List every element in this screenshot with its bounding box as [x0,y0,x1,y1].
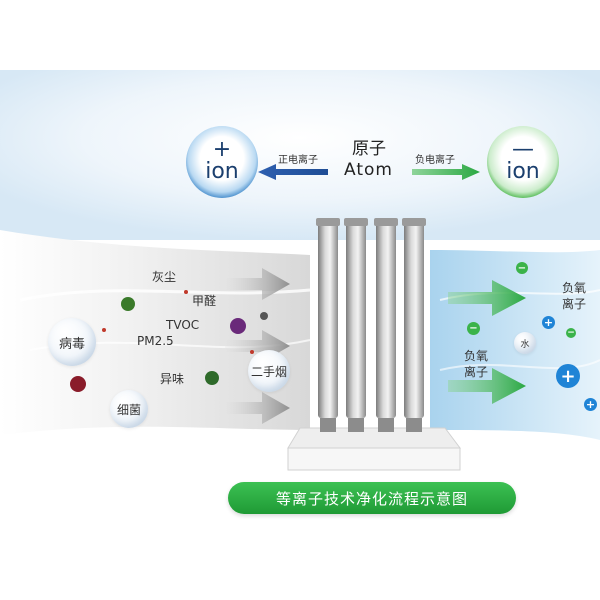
purifier-base-top [287,427,461,449]
purifier-base-front [287,447,461,471]
plus-sign: + [212,137,232,162]
negative-ion-circle: — ion [488,127,558,197]
germ-icons [70,290,268,392]
plasma-tubes [316,218,426,432]
positive-ion-arrow [258,164,328,180]
atom-cn-label: 原子 [352,139,386,159]
negative-ion-arrow-label: 负电离子 [415,155,455,166]
odor-label: 异味 [160,372,185,386]
smoke-label: 二手烟 [250,364,287,379]
atom-en-label: Atom [344,160,393,180]
neg-oxygen-top-label: 负氧 离子 [562,281,587,311]
negative-ion-arrow [412,164,480,180]
positive-ion-arrow-label: 正电离子 [278,155,318,166]
dust-label: 灰尘 [152,270,177,284]
minus-dot-icon: − [566,328,576,338]
minus-dot-icon: − [467,322,480,335]
negative-ion-ring [487,126,559,198]
plus-dot-icon: + [584,398,597,411]
plus-dot-icon: + [542,316,555,329]
inflow-arrow-3 [225,392,290,424]
positive-ion-label: ion [205,159,239,184]
positive-ion-circle: + ion [187,127,257,197]
minus-dot-icon: − [516,262,528,274]
plus-dot-icon: + [556,364,580,388]
inflow-arrow-1 [225,268,290,300]
outflow-arrow-2 [448,368,526,404]
outflow-arrow-1 [448,280,526,316]
minus-sign: — [512,137,534,162]
positive-ion-ring [186,126,258,198]
water-label: 水 [520,339,530,350]
tvoc-label: TVOC [166,318,200,332]
negative-ion-label: ion [506,159,540,184]
smoke-bubble: 二手烟 [248,350,290,392]
bacteria-label: 细菌 [116,402,141,417]
water-bubble: 水 [514,332,536,354]
neg-oxygen-bottom-label: 负氧 离子 [464,349,489,379]
virus-bubble: 病毒 [48,318,96,366]
pm25-label: PM2.5 [137,334,174,348]
virus-label: 病毒 [58,336,85,352]
bacteria-bubble: 细菌 [110,390,148,428]
title-label: 等离子技术净化流程示意图 [275,489,468,508]
formaldehyde-label: 甲醛 [192,294,217,308]
title-banner: 等离子技术净化流程示意图 [228,482,516,514]
